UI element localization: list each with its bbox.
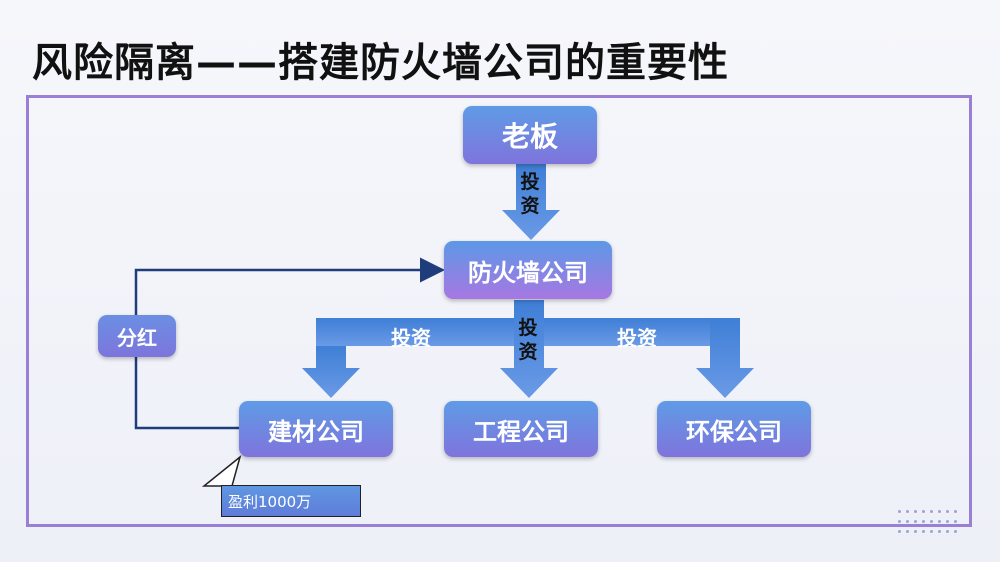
node-building-materials-company: 建材公司 bbox=[239, 401, 393, 457]
invest-arrow-top bbox=[502, 164, 560, 240]
dividend-box: 分红 bbox=[98, 315, 176, 357]
diagram-frame bbox=[26, 95, 972, 527]
node-engineering-company: 工程公司 bbox=[444, 401, 598, 457]
invest-label-top: 投资 bbox=[520, 171, 540, 217]
invest-arrow-right bbox=[696, 318, 754, 398]
invest-label-left: 投资 bbox=[391, 326, 431, 350]
invest-arrow-center bbox=[500, 300, 558, 398]
invest-arrow-left bbox=[302, 346, 360, 398]
node-firewall-company: 防火墙公司 bbox=[444, 241, 612, 299]
profit-callout-tail bbox=[201, 454, 242, 487]
node-environmental-company: 环保公司 bbox=[657, 401, 811, 457]
node-boss: 老板 bbox=[463, 106, 597, 164]
invest-label-center: 投资 bbox=[518, 317, 538, 363]
dot-pattern-decoration bbox=[898, 510, 978, 540]
profit-callout: 盈利1000万 bbox=[221, 485, 361, 517]
page-title: 风险隔离——搭建防火墙公司的重要性 bbox=[32, 40, 729, 86]
invest-label-right: 投资 bbox=[617, 326, 657, 350]
